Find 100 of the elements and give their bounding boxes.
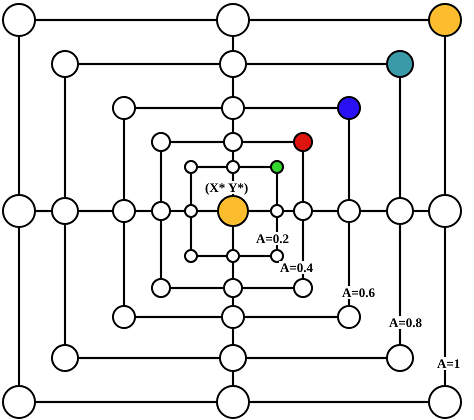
circle-node	[386, 197, 414, 225]
level-label: A=1	[436, 357, 462, 370]
connector-line	[122, 222, 126, 306]
connector-line	[444, 227, 446, 386]
circle-node	[223, 278, 243, 298]
connector-line	[242, 286, 294, 290]
connector-line	[248, 210, 271, 212]
circle-node	[293, 132, 313, 152]
connector-line	[190, 173, 192, 205]
connector-line	[242, 140, 294, 144]
connector-line	[249, 400, 429, 404]
connector-line	[244, 316, 338, 318]
connector-line	[160, 151, 162, 202]
circle-node	[223, 132, 243, 152]
connector-line	[122, 119, 126, 200]
connector-line	[35, 18, 217, 22]
circle-node	[219, 50, 247, 78]
level-label: A=0.8	[388, 316, 424, 329]
connector-line	[35, 210, 52, 212]
circle-node	[2, 385, 36, 419]
circle-node	[112, 199, 136, 223]
connector-line	[197, 166, 227, 168]
connector-line	[239, 254, 271, 258]
coordinate-label: (X* Y*)	[204, 181, 250, 194]
circle-node	[151, 132, 171, 152]
connector-line	[283, 210, 294, 212]
connector-line	[190, 217, 192, 250]
connector-line	[276, 173, 278, 205]
connector-line	[249, 18, 429, 22]
circle-node	[270, 160, 284, 174]
connector-line	[78, 356, 220, 360]
connector-line	[413, 210, 429, 212]
connector-line	[160, 220, 162, 279]
connector-line	[232, 226, 234, 250]
connector-line	[64, 77, 66, 198]
circle-node	[217, 195, 249, 227]
circle-node	[337, 305, 361, 329]
circle-node	[184, 204, 198, 218]
connector-line	[246, 62, 387, 66]
circle-node	[219, 344, 247, 372]
connector-line	[197, 254, 227, 258]
circle-node	[270, 249, 284, 263]
connector-line	[246, 356, 387, 360]
connector-line	[239, 166, 271, 168]
connector-line	[398, 224, 402, 345]
connector-line	[197, 210, 218, 212]
circle-node	[112, 305, 136, 329]
connector-line	[135, 316, 222, 318]
connector-line	[18, 36, 20, 195]
connector-line	[232, 119, 234, 133]
circle-node	[221, 305, 245, 329]
connector-line	[244, 106, 338, 110]
connector-line	[78, 62, 220, 66]
circle-node	[2, 3, 36, 37]
circle-node	[386, 344, 414, 372]
connector-line	[170, 140, 224, 144]
connector-line	[232, 36, 234, 51]
connector-line	[312, 210, 338, 212]
connector-line	[135, 210, 152, 212]
circle-node	[226, 249, 240, 263]
circle-node	[270, 204, 284, 218]
circle-node	[386, 50, 414, 78]
circle-node	[151, 278, 171, 298]
circle-node	[337, 199, 361, 223]
connector-line	[360, 210, 387, 212]
connector-line	[35, 400, 217, 404]
circle-node	[2, 194, 36, 228]
circle-node	[216, 385, 250, 419]
circle-node	[184, 160, 198, 174]
connector-line	[348, 119, 350, 200]
circle-node	[293, 278, 313, 298]
circle-node	[51, 50, 79, 78]
connector-line	[444, 36, 446, 195]
connector-line	[232, 262, 234, 279]
circle-node	[112, 96, 136, 120]
level-label: A=0.4	[279, 261, 314, 274]
circle-node	[428, 385, 462, 419]
level-label: A=0.2	[255, 232, 290, 245]
circle-node	[293, 201, 313, 221]
circle-node	[221, 96, 245, 120]
connector-line	[232, 151, 234, 161]
connector-line	[232, 328, 234, 345]
connector-line	[18, 227, 20, 386]
connector-line	[78, 210, 113, 212]
circle-node	[51, 344, 79, 372]
circle-node	[184, 249, 198, 263]
level-label: A=0.6	[341, 286, 376, 299]
circle-node	[151, 201, 171, 221]
connector-line	[170, 286, 224, 290]
connector-line	[135, 106, 222, 110]
connector-line	[232, 371, 234, 386]
circle-node	[51, 197, 79, 225]
circle-node	[216, 3, 250, 37]
connector-line	[302, 151, 304, 202]
circle-node	[428, 194, 462, 228]
connector-line	[232, 77, 234, 97]
connector-line	[398, 77, 402, 198]
circle-node	[428, 3, 462, 37]
circle-node	[337, 96, 361, 120]
circle-node	[226, 160, 240, 174]
